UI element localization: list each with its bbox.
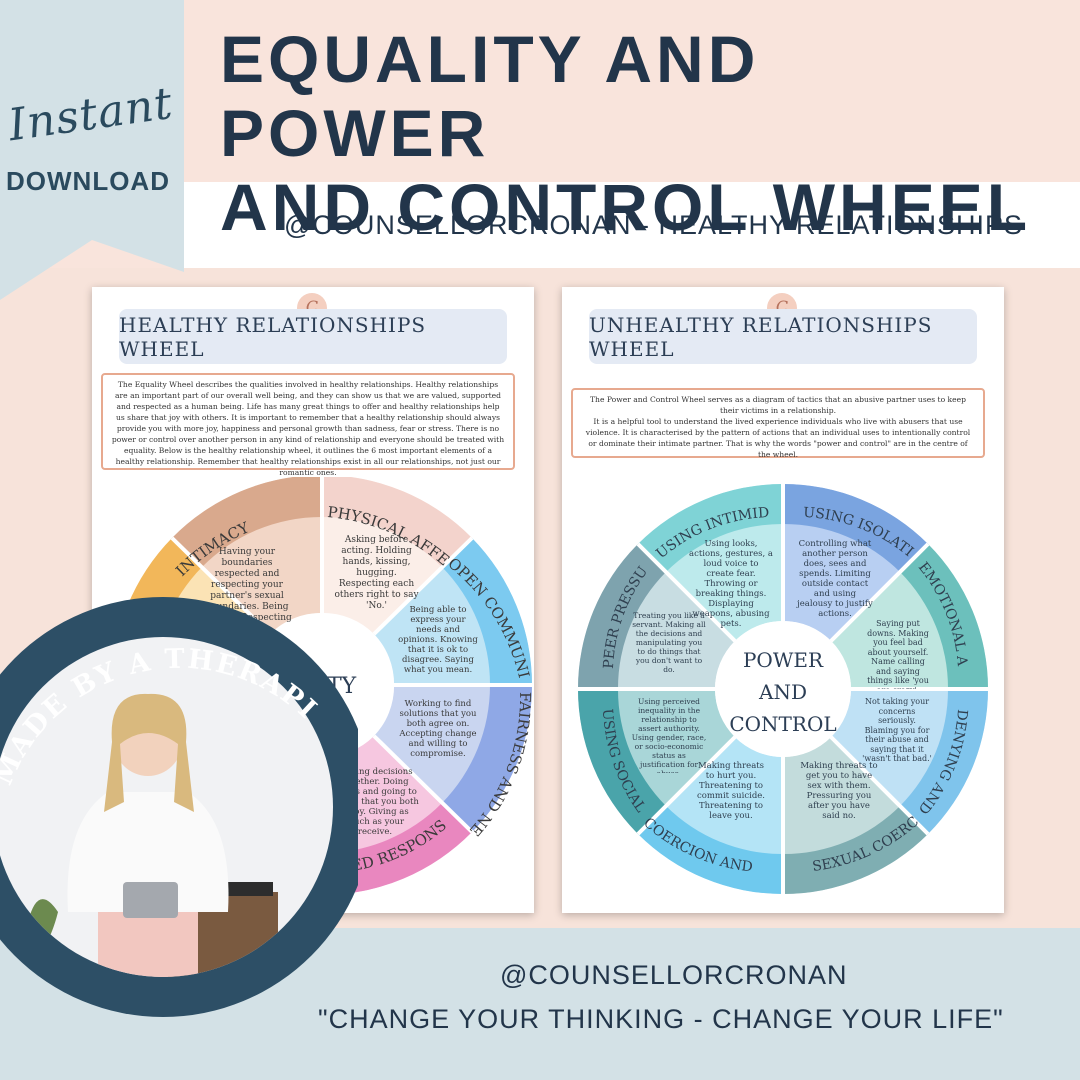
title-line-1: EQUALITY AND POWER: [220, 22, 760, 170]
subtitle: @COUNSELLORCRONAN - HEALTHY RELATIONSHIP…: [284, 210, 1024, 240]
segment-text-peer-pressure: Treating you like a servant. Making all …: [632, 611, 706, 674]
footer-quote: "CHANGE YOUR THINKING - CHANGE YOUR LIFE…: [318, 1004, 1004, 1034]
segment-text-open-communication: Being able to express your needs and opi…: [398, 605, 478, 675]
therapist-photo: [0, 637, 333, 977]
subtitle-band: [184, 182, 1080, 268]
power-control-wheel: POWER AND CONTROL USING ISOLATION EMOTIO…: [573, 479, 988, 894]
wheel-center-control: CONTROL: [729, 712, 836, 736]
footer-handle: @COUNSELLORCRONAN: [500, 960, 848, 990]
instant-download-ribbon: [0, 0, 184, 300]
unhealthy-description-line-2: It is a helpful tool to understand the l…: [585, 417, 971, 459]
wheel-center-power: POWER: [743, 648, 824, 672]
unhealthy-card-title: UNHEALTHY RELATIONSHIPS WHEEL: [589, 309, 977, 364]
unhealthy-relationships-card: C UNHEALTHY RELATIONSHIPS WHEEL The Powe…: [562, 287, 1004, 913]
segment-text-denying-blaming: Not taking your concerns seriously. Blam…: [862, 697, 932, 763]
segment-text-sexual-coercion: Making threats to get you to have sex wi…: [800, 761, 878, 821]
page-title: EQUALITY AND POWER AND CONTROL WHEEL: [220, 22, 1040, 244]
title-line-2: AND CONTROL WHEEL: [220, 170, 1032, 244]
healthy-card-description: The Equality Wheel describes the qualiti…: [101, 373, 515, 477]
segment-text-emotional-abuse: Saying put downs. Making you feel bad ab…: [867, 619, 929, 689]
segment-text-coercion-threats: Making threats to hurt you. Threatening …: [696, 761, 766, 821]
wheel-center: [715, 621, 851, 757]
wheel-center-and: AND: [758, 680, 807, 704]
unhealthy-card-description: The Power and Control Wheel serves as a …: [571, 388, 985, 459]
segment-text-physical-affection: Asking before acting. Holding hands, kis…: [334, 535, 419, 611]
download-label: DOWNLOAD: [6, 166, 170, 196]
segment-text-using-isolation: Controlling what another person does, se…: [797, 539, 873, 619]
segment-text-fairness: Working to find solutions that you both …: [399, 699, 477, 759]
segment-text-shared-responsibility: Making decisions together. Doing things …: [331, 767, 419, 837]
segment-text-using-social-status: Using perceived inequality in the relati…: [631, 697, 707, 773]
therapist-badge: MADE BY A THERAPIST: [0, 582, 358, 1017]
segment-text-using-intimidation: Using looks, actions, gestures, a loud v…: [689, 539, 773, 629]
unhealthy-description-line-1: The Power and Control Wheel serves as a …: [589, 395, 967, 415]
healthy-card-title: HEALTHY RELATIONSHIPS WHEEL: [119, 309, 507, 364]
